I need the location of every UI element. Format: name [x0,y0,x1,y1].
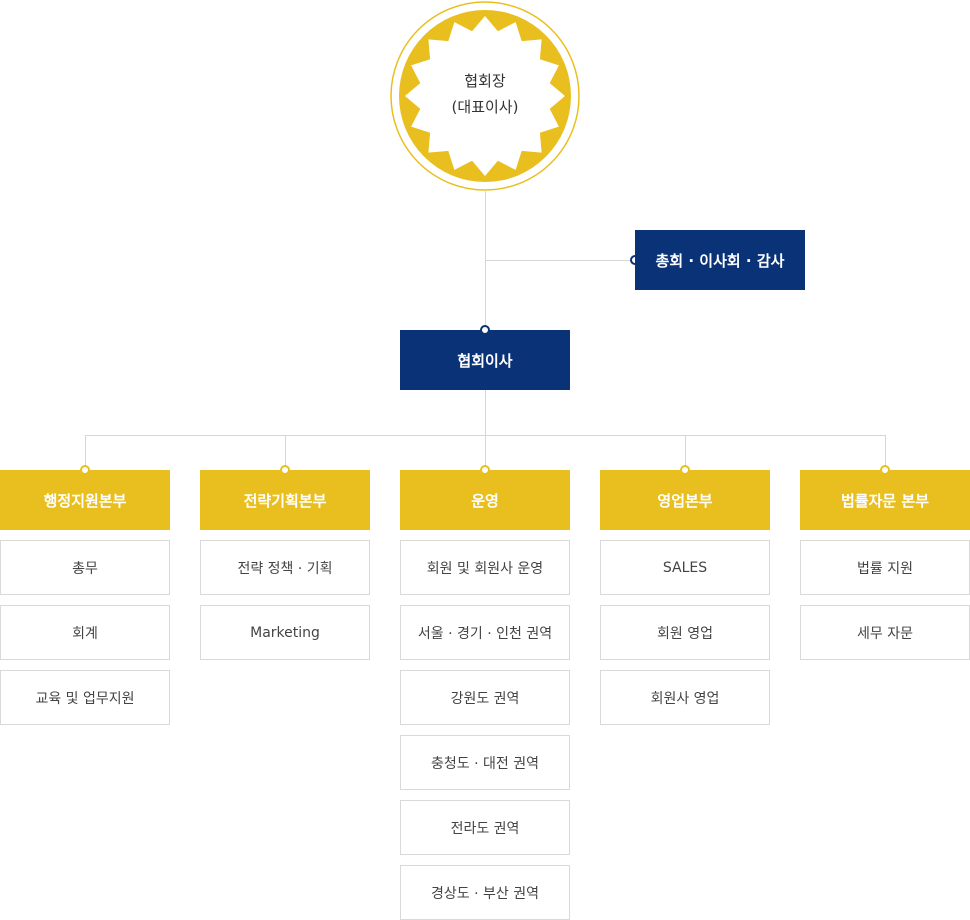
division-item: 회원사 영업 [600,670,770,725]
division-item: SALES [600,540,770,595]
division-item: 총무 [0,540,170,595]
division-item: 회원 및 회원사 운영 [400,540,570,595]
connector-dot [480,465,490,475]
connector [85,435,86,470]
connector [285,435,286,470]
division-item: 전라도 권역 [400,800,570,855]
division-item: 회원 영업 [600,605,770,660]
connector [485,435,486,470]
connector [485,390,486,435]
division-item: 강원도 권역 [400,670,570,725]
division-item: 충청도 · 대전 권역 [400,735,570,790]
division-header: 행정지원본부 [0,470,170,530]
division-item: 서울 · 경기 · 인천 권역 [400,605,570,660]
division-item: 회계 [0,605,170,660]
division-header: 영업본부 [600,470,770,530]
division-item: 전략 정책 · 기획 [200,540,370,595]
division-item: 경상도 · 부산 권역 [400,865,570,920]
division-item: 교육 및 업무지원 [0,670,170,725]
division-item: 법률 지원 [800,540,970,595]
connector-dot [680,465,690,475]
board-node: 협회이사 [400,330,570,390]
connector-dot [480,325,490,335]
connector-dot [80,465,90,475]
division-item: 세무 자문 [800,605,970,660]
connector-dot [880,465,890,475]
division-header: 법률자문 본부 [800,470,970,530]
division-header: 운영 [400,470,570,530]
ceo-title: 협회장 [464,72,506,90]
connector-dot [280,465,290,475]
assembly-node: 총회 · 이사회 · 감사 [635,230,805,290]
connector [685,435,686,470]
connector [885,435,886,470]
ceo-emblem [390,1,580,191]
connector [485,260,635,261]
division-item: Marketing [200,605,370,660]
division-header: 전략기획본부 [200,470,370,530]
ceo-node: 협회장 (대표이사) [405,68,565,120]
ceo-subtitle: (대표이사) [451,98,519,116]
